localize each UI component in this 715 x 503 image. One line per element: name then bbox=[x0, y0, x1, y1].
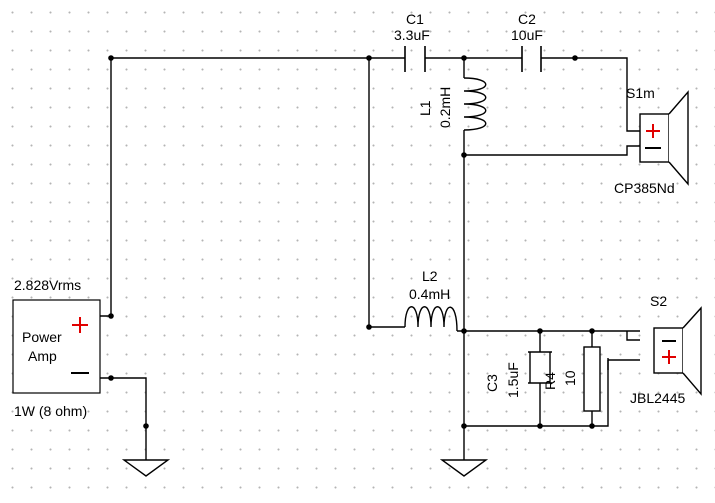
junction-dot bbox=[143, 423, 149, 429]
junction-dot bbox=[366, 324, 372, 330]
resistor-icon bbox=[583, 346, 601, 412]
wire-s1-negative bbox=[464, 145, 640, 156]
junction-dot bbox=[108, 375, 114, 381]
junction-dot bbox=[461, 152, 467, 158]
inductor-l1[interactable]: L1 0.2mH bbox=[417, 77, 487, 131]
junction-dot bbox=[589, 423, 595, 429]
junction-dot bbox=[461, 55, 467, 61]
l1-value-label: 0.2mH bbox=[437, 87, 453, 128]
wire-to-l2 bbox=[368, 58, 405, 328]
l2-ref-label: L2 bbox=[422, 268, 438, 284]
capacitor-icon bbox=[528, 351, 552, 384]
c3-ref-label: C3 bbox=[484, 374, 500, 392]
speaker-s1[interactable]: S1m CP385Nd bbox=[614, 85, 689, 196]
wire-s2-upper bbox=[626, 331, 640, 341]
capacitor-c2[interactable]: C2 10uF bbox=[511, 11, 543, 72]
c3-value-label: 1.5uF bbox=[505, 362, 521, 398]
source-name-line2: Amp bbox=[28, 348, 57, 364]
c2-ref-label: C2 bbox=[518, 11, 536, 27]
junction-dot bbox=[108, 313, 114, 319]
capacitor-c3[interactable]: C3 1.5uF bbox=[484, 351, 552, 398]
ground-left bbox=[121, 459, 171, 477]
junction-dot bbox=[572, 55, 578, 61]
resistor-r4[interactable]: R4 10 bbox=[542, 346, 601, 412]
junction-dot bbox=[589, 328, 595, 334]
junction-dot bbox=[537, 423, 543, 429]
wire-source-positive bbox=[100, 57, 405, 317]
junction-dot bbox=[108, 55, 114, 61]
source-name-line1: Power bbox=[22, 329, 62, 345]
r4-ref-label: R4 bbox=[542, 372, 558, 390]
source-power-label: 1W (8 ohm) bbox=[14, 403, 87, 419]
speaker-icon bbox=[653, 306, 702, 396]
plus-sign-icon bbox=[72, 317, 88, 333]
wires bbox=[100, 57, 640, 460]
power-amp-box bbox=[12, 299, 101, 394]
speaker-icon bbox=[639, 90, 689, 186]
r4-value-label: 10 bbox=[562, 370, 578, 386]
c2-value-label: 10uF bbox=[511, 27, 543, 43]
junction-dot bbox=[366, 55, 372, 61]
capacitor-icon bbox=[404, 46, 426, 72]
s2-ref-label: S2 bbox=[650, 293, 667, 309]
wire-source-negative bbox=[100, 377, 147, 460]
inductor-icon bbox=[463, 77, 487, 131]
junction-dot bbox=[461, 423, 467, 429]
wire-c2-s1 bbox=[541, 57, 640, 132]
speaker-s2[interactable]: S2 JBL2445 bbox=[630, 293, 702, 406]
ground-right bbox=[439, 459, 489, 477]
junction-dot bbox=[461, 328, 467, 334]
plus-sign-icon bbox=[662, 350, 676, 364]
inductor-l2[interactable]: L2 0.4mH bbox=[404, 268, 458, 332]
s1-model-label: CP385Nd bbox=[614, 180, 675, 196]
l1-ref-label: L1 bbox=[417, 100, 433, 116]
capacitor-icon bbox=[521, 46, 542, 72]
l2-value-label: 0.4mH bbox=[409, 286, 450, 302]
s1-ref-label: S1m bbox=[626, 85, 655, 101]
junction-dot bbox=[537, 328, 543, 334]
inductor-icon bbox=[404, 306, 458, 332]
c1-value-label: 3.3uF bbox=[394, 27, 430, 43]
ground-icon bbox=[439, 459, 489, 477]
junctions bbox=[108, 55, 595, 429]
ground-icon bbox=[121, 459, 171, 477]
s2-model-label: JBL2445 bbox=[630, 390, 685, 406]
capacitor-c1[interactable]: C1 3.3uF bbox=[394, 11, 430, 72]
wire-bottom-return bbox=[464, 360, 609, 427]
c1-ref-label: C1 bbox=[406, 11, 424, 27]
source-voltage-label: 2.828Vrms bbox=[14, 277, 81, 293]
power-amp-source[interactable]: 2.828Vrms Power Amp 1W (8 ohm) bbox=[12, 277, 101, 419]
plus-sign-icon bbox=[646, 124, 660, 138]
